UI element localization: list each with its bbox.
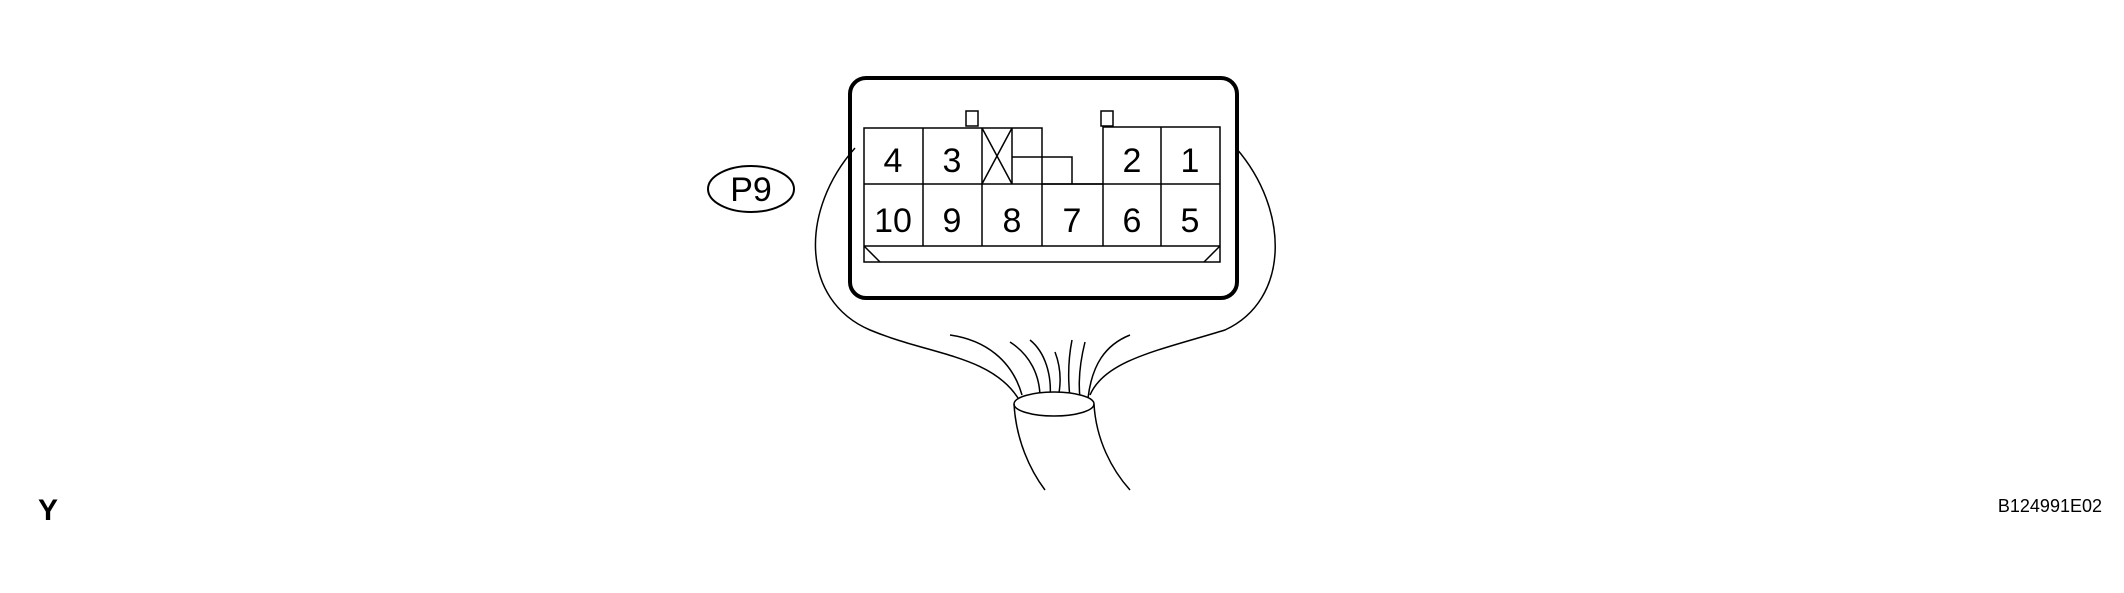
connector-label-text: P9 <box>730 171 772 209</box>
pin-number: 5 <box>1181 202 1200 240</box>
pin-number: 2 <box>1123 142 1142 180</box>
pin-number: 7 <box>1063 202 1082 240</box>
figure-id: B124991E02 <box>1997 496 2102 516</box>
pin-number: 4 <box>884 142 903 180</box>
pin-face <box>863 126 1221 263</box>
latch-tab-right <box>1100 110 1114 127</box>
wire-color-code: Y <box>38 494 59 527</box>
pin-number: 10 <box>874 202 912 240</box>
wire-bundle-sheath <box>1013 391 1131 491</box>
pin-number: 1 <box>1181 142 1200 180</box>
pin-number: 9 <box>943 202 962 240</box>
pin-number: 8 <box>1003 202 1022 240</box>
empty-cavity-x <box>981 127 1013 185</box>
pin-number: 6 <box>1123 202 1142 240</box>
wire-harness <box>814 147 1276 399</box>
connector-label-ellipse <box>707 165 795 213</box>
pin-number: 3 <box>943 142 962 180</box>
latch-tab-left <box>965 110 979 127</box>
connector-label: P9 <box>707 165 795 213</box>
connector-housing <box>848 76 1239 300</box>
